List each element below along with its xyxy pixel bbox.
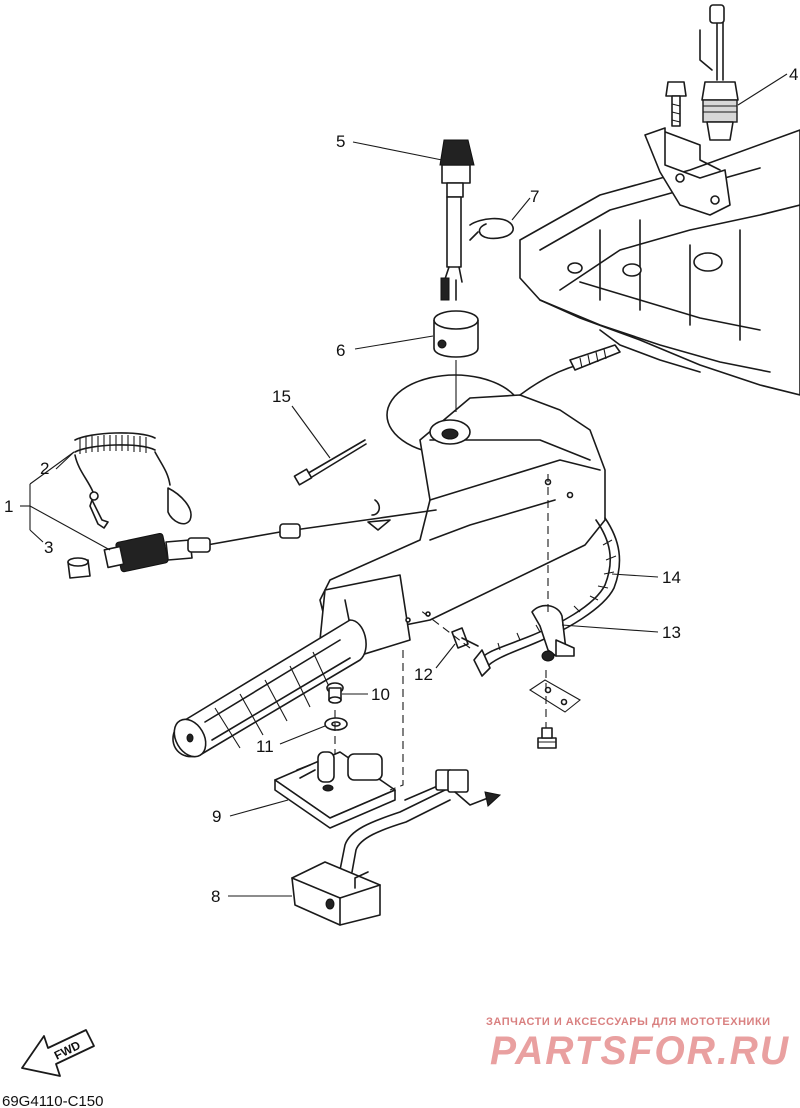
watermark-tagline: ЗАПЧАСТИ И АКСЕССУАРЫ ДЛЯ МОТОТЕХНИКИ [486,1016,771,1028]
callout-labels: 4 5 7 6 15 2 1 3 14 13 12 10 11 9 8 [4,65,798,906]
callout-10: 10 [371,685,390,704]
part-6-collar [433,310,479,358]
callout-11: 11 [256,737,274,756]
part-1-stop-switch [103,499,437,573]
part-8-module [291,861,381,926]
throttle-cable [519,344,621,396]
callout-14: 14 [662,568,681,587]
part-3-cap [67,557,91,579]
watermark: ЗАПЧАСТИ И АКСЕССУАРЫ ДЛЯ МОТОТЕХНИКИ PA… [486,1016,790,1073]
callout-5: 5 [336,132,345,151]
watermark-brand: PARTSFOR.RU [490,1029,790,1073]
wiring-connector [339,769,502,873]
part-5-switch [439,139,475,301]
callout-8: 8 [211,887,220,906]
mount-bracket [519,127,800,396]
part-2-lanyard [74,432,192,529]
part-4-sender [699,4,739,141]
callout-6: 6 [336,341,345,360]
callout-3: 3 [44,538,53,557]
tiller-handle [172,374,606,758]
callout-1: 1 [4,497,13,516]
part-7-clip [469,217,514,241]
callout-4: 4 [789,65,798,84]
part-13-clamp [528,470,581,749]
part-15-cable-tie [293,439,367,486]
part-9-housing [274,751,396,829]
callout-15: 15 [272,387,291,406]
part-10-bolt [326,682,344,704]
callout-2: 2 [40,459,49,478]
guide-line-handle [389,650,404,791]
callout-7: 7 [530,187,539,206]
part-14-harness [473,517,621,677]
drawing-code: 69G4110-C150 [2,1093,103,1108]
leader-lines [20,73,788,897]
forward-arrow-icon: FWD [21,1029,95,1077]
callout-13: 13 [662,623,681,642]
callout-9: 9 [212,807,221,826]
bracket-screw [665,81,687,127]
part-12-screw [419,609,479,649]
callout-12: 12 [414,665,433,684]
